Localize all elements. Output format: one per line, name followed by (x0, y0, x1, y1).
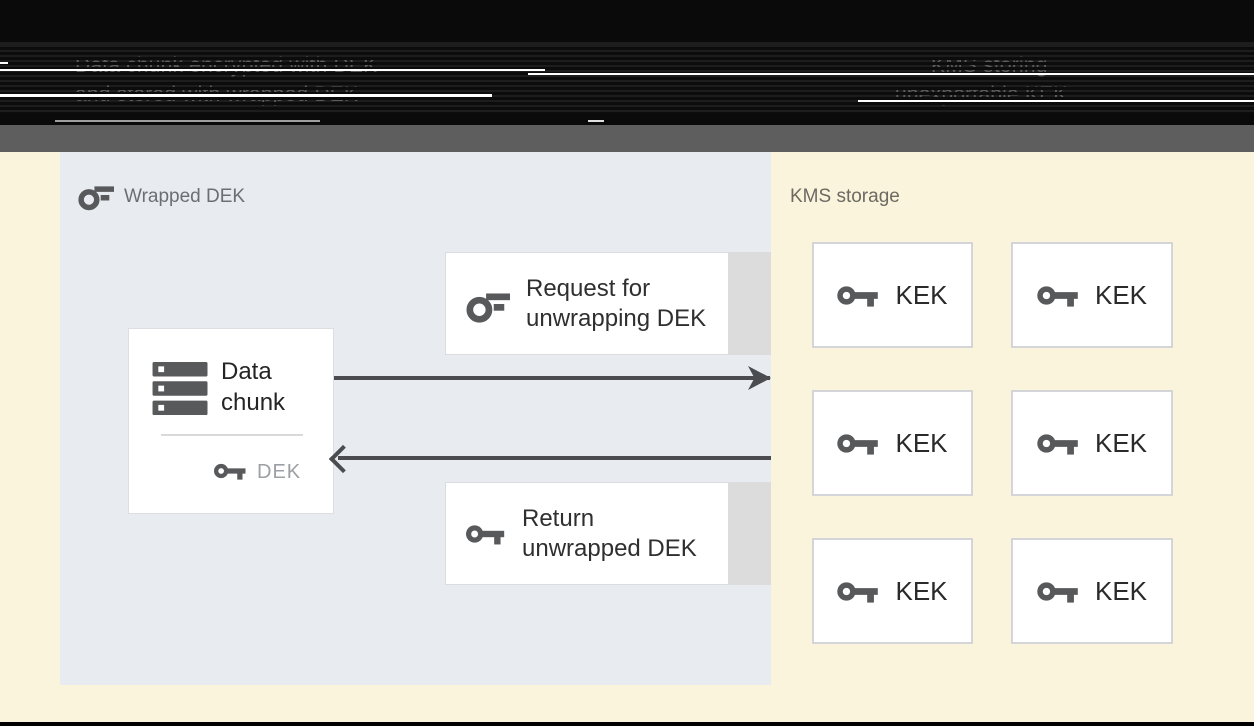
gray-divider-band (0, 125, 1254, 152)
header-caption-left: Data chunk encrypted with DEK and stored… (75, 51, 435, 109)
return-arrow-line (338, 456, 771, 460)
key-icon (837, 285, 879, 307)
request-arrow-line (334, 376, 770, 380)
kek-label: KEK (895, 575, 948, 606)
wrapped-key-icon (466, 284, 510, 324)
kek-box: KEK (1011, 390, 1173, 496)
key-icon (1037, 581, 1078, 603)
return-box-line1: Return (522, 504, 595, 532)
dek-label: DEK (257, 461, 302, 483)
key-icon (214, 460, 247, 482)
key-icon (1037, 433, 1078, 455)
kek-label: KEK (1094, 279, 1148, 310)
kek-label: KEK (1094, 575, 1148, 606)
header-banner: Data chunk encrypted with DEK and stored… (0, 0, 1254, 125)
kek-box: KEK (1011, 538, 1173, 644)
data-chunk-divider (161, 434, 303, 436)
key-icon (837, 433, 879, 455)
kek-box: KEK (1011, 242, 1173, 348)
kek-label: KEK (895, 427, 948, 458)
kek-box: KEK (812, 242, 973, 348)
request-box-line2: unwrapping DEK (526, 304, 707, 332)
return-unwrapped-dek-box: Return unwrapped DEK (445, 482, 729, 585)
glitch-gray-dash (588, 120, 604, 122)
glitch-white-line (858, 100, 1254, 102)
return-box-gray-strip (729, 482, 771, 585)
wrapped-dek-label: Wrapped DEK (124, 186, 246, 207)
glitch-white-line (0, 69, 545, 71)
key-icon (1037, 285, 1078, 307)
kek-label: KEK (1094, 427, 1148, 458)
glitch-white-line (0, 94, 492, 97)
request-box-line1: Request for (526, 274, 651, 302)
data-chunk-title-line1: Data (221, 358, 272, 385)
request-box-text: Request for unwrapping DEK (526, 274, 706, 334)
kms-storage-label: KMS storage (790, 186, 900, 207)
data-chunk-title-line2: chunk (221, 389, 286, 416)
storage-stack-icon (152, 362, 209, 416)
bottom-border-strip (0, 722, 1254, 726)
return-box-text: Return unwrapped DEK (522, 504, 697, 564)
request-box-gray-strip (729, 252, 771, 355)
kek-box: KEK (812, 538, 973, 644)
key-icon (466, 521, 506, 547)
header-caption-right-line1: KMS storing (931, 54, 1048, 77)
kek-label: KEK (895, 279, 948, 310)
glitch-gray-dash (55, 120, 320, 122)
glitch-white-dash (0, 62, 8, 64)
glitch-white-line (528, 73, 1254, 75)
request-unwrap-dek-box: Request for unwrapping DEK (445, 252, 729, 355)
header-caption-right-line2: unexportable KEK (895, 83, 1068, 106)
wrapped-key-icon (78, 179, 114, 211)
header-caption-left-line1: Data chunk encrypted with DEK (75, 54, 378, 77)
kek-box: KEK (812, 390, 973, 496)
data-chunk-title: Data chunk (221, 356, 285, 418)
data-chunk-box: Data chunk DEK (128, 328, 334, 514)
key-icon (837, 581, 879, 603)
return-box-line2: unwrapped DEK (522, 534, 697, 562)
